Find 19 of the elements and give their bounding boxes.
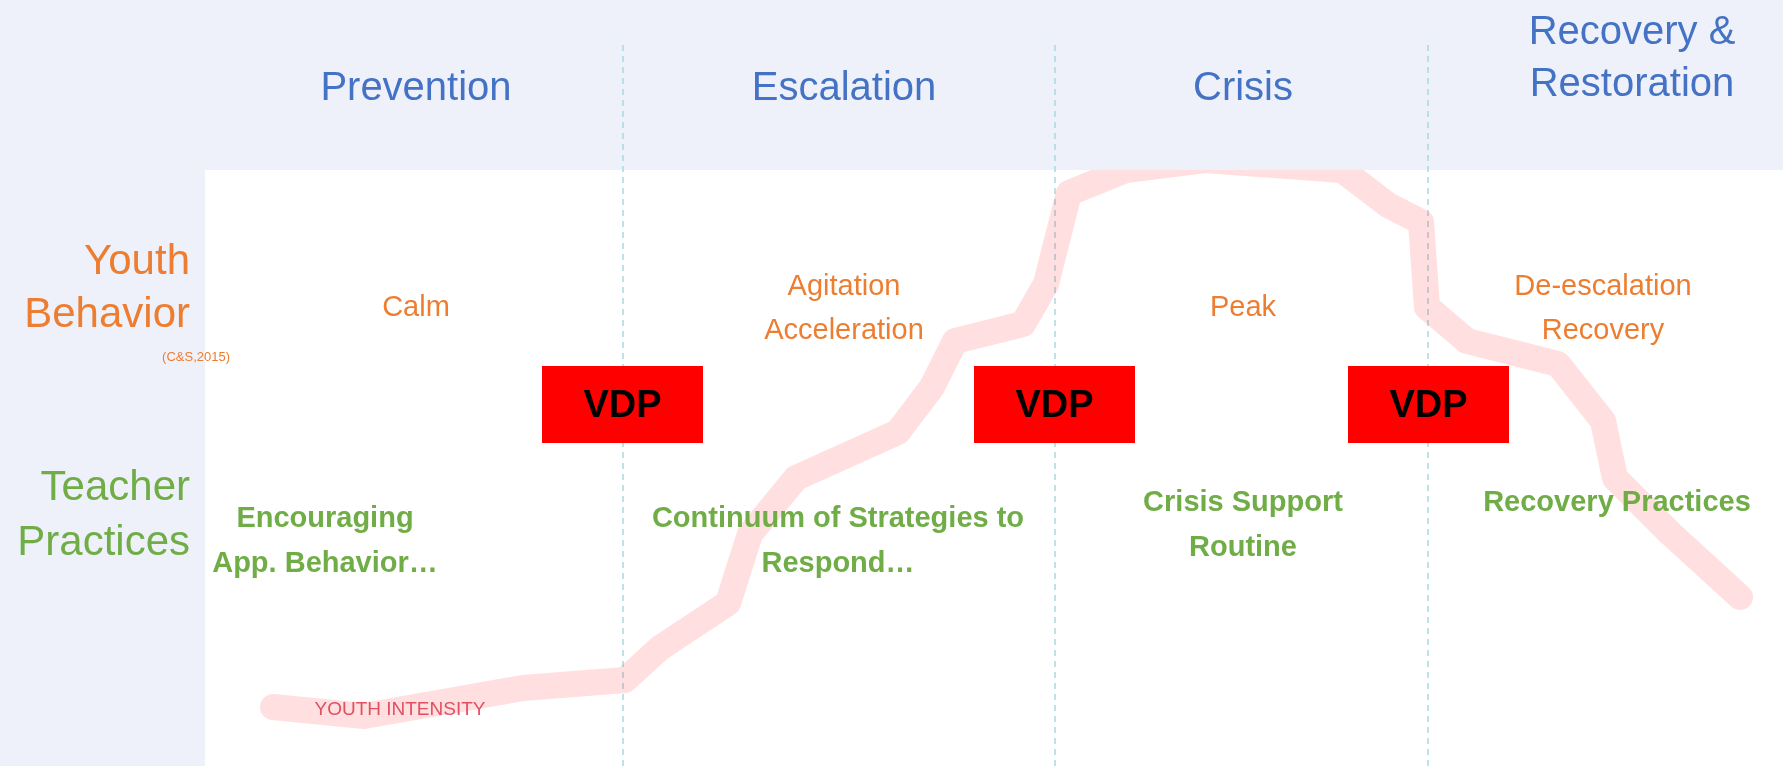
stage-label: De-escalation Recovery — [1513, 267, 1693, 347]
row-heading: Youth Behavior — [23, 234, 190, 337]
practice-label: Continuum of Strategies to Respond… — [650, 500, 1026, 580]
vdp-box: VDP — [974, 366, 1135, 443]
practice-label: Encouraging App. Behavior… — [211, 500, 439, 580]
vdp-box: VDP — [542, 366, 703, 443]
column-heading: Prevention — [319, 63, 513, 110]
vdp-box: VDP — [1348, 366, 1509, 443]
column-heading: Recovery & Restoration — [1527, 7, 1737, 106]
column-heading: Crisis — [1192, 63, 1294, 110]
row-heading: Teacher Practices — [16, 461, 190, 566]
practice-label: Crisis Support Routine — [1142, 484, 1344, 564]
stage-label: Agitation Acceleration — [763, 267, 925, 346]
column-heading: Escalation — [750, 63, 938, 110]
curve-label: YOUTH INTENSITY — [313, 696, 487, 721]
practice-label: Recovery Practices — [1482, 484, 1752, 520]
citation: (C&S,2015) — [161, 348, 230, 367]
stage-label: Peak — [1208, 289, 1278, 325]
stage-label: Calm — [381, 289, 451, 325]
